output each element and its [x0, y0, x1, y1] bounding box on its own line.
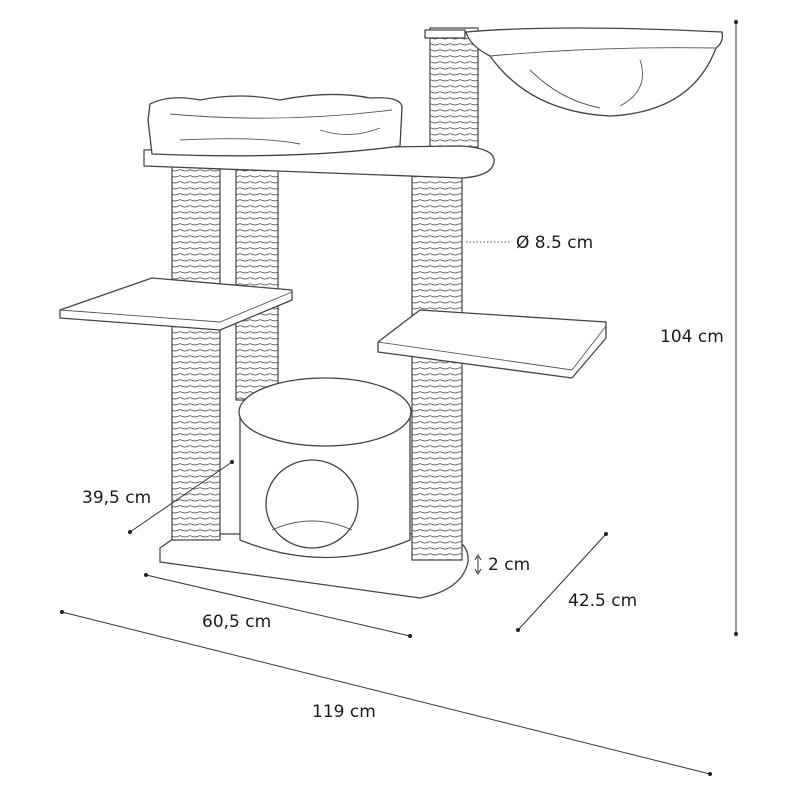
right-step-platform — [377, 309, 607, 379]
dimension-total-width — [60, 610, 712, 776]
label-post-diameter: Ø 8.5 cm — [516, 233, 593, 253]
label-base-thickness: 2 cm — [488, 555, 530, 575]
dimension-base-thickness — [474, 554, 482, 575]
dimension-total-height — [734, 20, 738, 636]
label-base-depth: 39,5 cm — [82, 488, 151, 508]
dimension-depth — [516, 532, 608, 632]
dimension-base-depth — [128, 460, 234, 534]
left-step-platform — [59, 277, 293, 331]
back-post-left — [235, 164, 279, 401]
condo-entrance — [265, 459, 359, 549]
label-total-width: 119 cm — [312, 702, 376, 722]
label-depth: 42.5 cm — [568, 591, 637, 611]
cushion-bed — [147, 93, 403, 157]
dimension-base-width — [144, 573, 412, 638]
hammock — [465, 27, 724, 117]
label-base-width: 60,5 cm — [202, 612, 271, 632]
front-post-left — [171, 159, 221, 541]
condo-box — [238, 377, 412, 559]
front-post-right — [411, 27, 479, 561]
label-total-height: 104 cm — [660, 327, 724, 347]
